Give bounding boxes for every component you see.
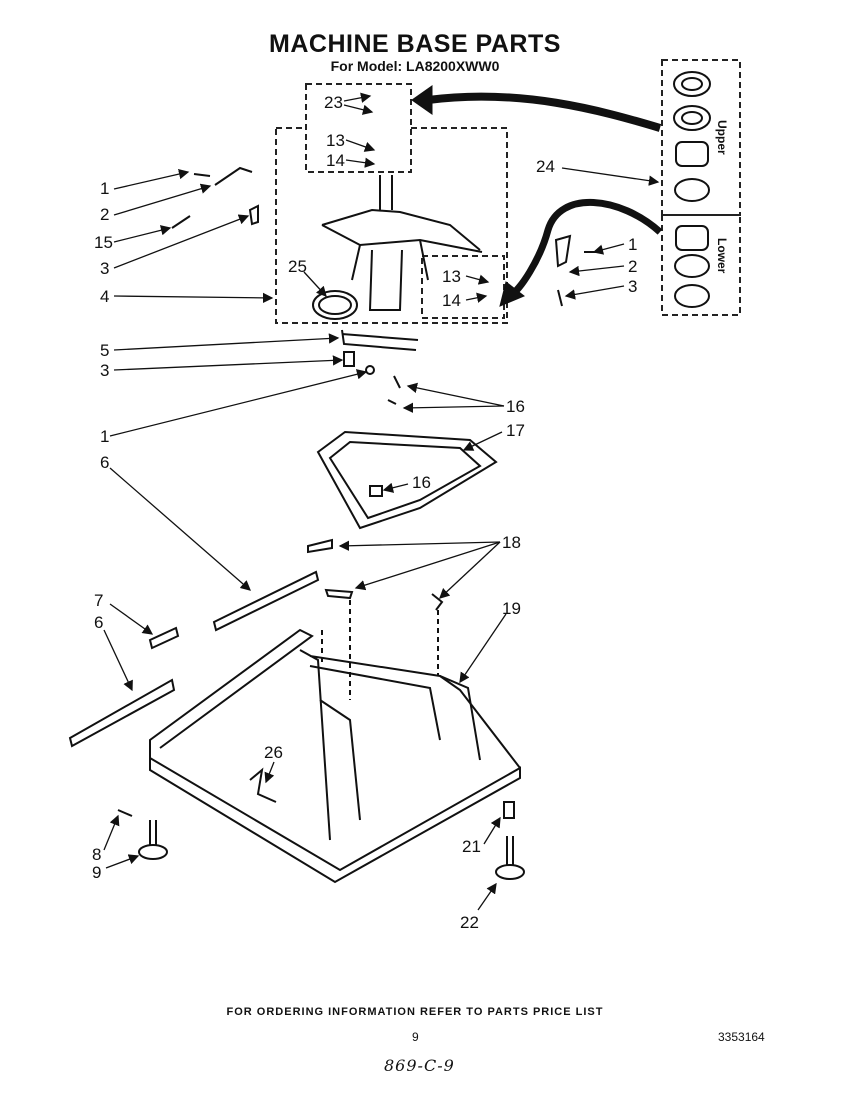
callout-22: 22	[460, 913, 479, 932]
callout-9: 9	[92, 863, 101, 882]
callout-15: 15	[94, 233, 113, 252]
part-17-frame	[316, 375, 498, 530]
ordering-note: FOR ORDERING INFORMATION REFER TO PARTS …	[226, 1006, 604, 1018]
model-subtitle: For Model: LA8200XWW0	[330, 58, 500, 74]
callout-24: 24	[536, 157, 555, 176]
leveling-feet	[117, 801, 525, 880]
page-title: MACHINE BASE PARTS	[269, 30, 561, 58]
callout-18: 18	[502, 533, 521, 552]
callout-14-lower: 14	[442, 291, 461, 310]
callout-17: 17	[506, 421, 525, 440]
machine-base-frame	[149, 600, 521, 884]
callout-5: 5	[100, 341, 109, 360]
callout-3-left: 3	[100, 259, 109, 278]
callout-4: 4	[100, 287, 109, 306]
callout-2-right: 2	[628, 257, 637, 276]
fasteners	[171, 166, 598, 375]
callout-1-right: 1	[628, 235, 637, 254]
callout-1-left: 1	[100, 179, 109, 198]
callout-16-upper: 16	[506, 397, 525, 416]
callout-2-left: 2	[100, 205, 109, 224]
callout-3-mid: 3	[100, 361, 109, 380]
leader-lines	[103, 92, 660, 911]
callout-6-lower: 6	[94, 613, 103, 632]
callout-16-lower: 16	[412, 473, 431, 492]
callout-8: 8	[92, 845, 101, 864]
callout-19: 19	[502, 599, 521, 618]
callout-23: 23	[324, 93, 343, 112]
bearing-set	[673, 71, 711, 308]
callout-13-upper: 13	[326, 131, 345, 150]
dashed-assembly-boxes	[275, 59, 741, 324]
callout-6-upper: 6	[100, 453, 109, 472]
callout-25: 25	[288, 257, 307, 276]
callout-14-upper: 14	[326, 151, 345, 170]
page-number: 9	[412, 1030, 419, 1044]
document-number: 3353164	[718, 1030, 765, 1044]
callout-21: 21	[462, 837, 481, 856]
callout-1-mid: 1	[100, 427, 109, 446]
upper-label: Upper	[715, 120, 729, 155]
handwritten-note: 869-C-9	[384, 1056, 455, 1075]
callout-13-lower: 13	[442, 267, 461, 286]
callout-numbers: 23 13 14 24 1 2 15 3 25 4 13 14 1 2 3 5 …	[92, 93, 637, 932]
rails	[68, 570, 320, 748]
clips	[307, 538, 444, 611]
callout-26: 26	[264, 743, 283, 762]
callout-7: 7	[94, 591, 103, 610]
callout-3-right: 3	[628, 277, 637, 296]
lower-label: Lower	[715, 238, 729, 274]
drive-hub-assembly	[312, 175, 483, 320]
curved-arrows	[411, 85, 663, 307]
